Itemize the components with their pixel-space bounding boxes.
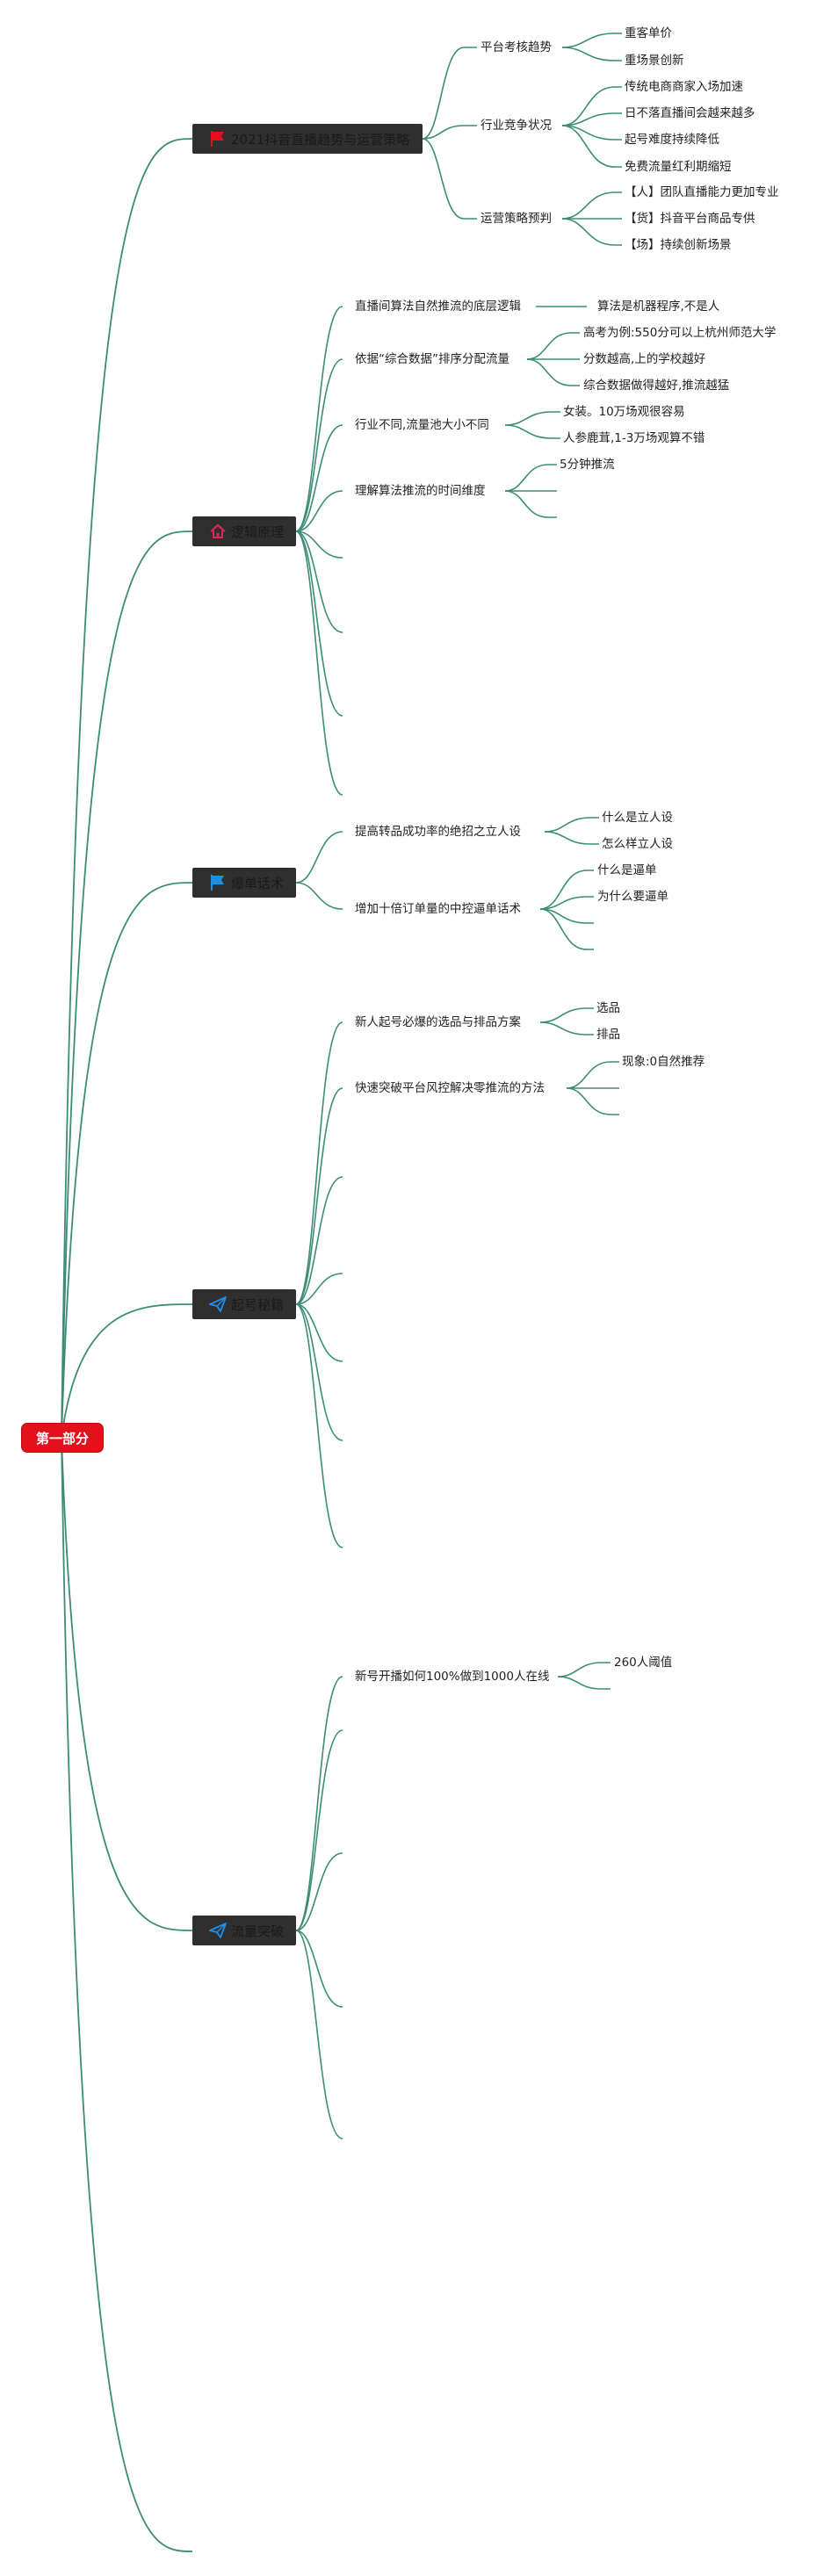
leaf-node[interactable]: 传统电商商家入场加速 xyxy=(625,80,743,94)
blue-flag-icon xyxy=(208,873,228,892)
leaf-node[interactable]: 女装。10万场观很容易 xyxy=(563,405,685,419)
leaf-node[interactable]: 【人】团队直播能力更加专业 xyxy=(625,185,779,199)
leaf-node[interactable]: 现象:0自然推荐 xyxy=(622,1055,705,1069)
home-icon xyxy=(208,522,228,541)
root-node[interactable]: 第一部分 xyxy=(21,1423,104,1453)
branch-trend-strategy[interactable]: 2021抖音直播趋势与运营策略 xyxy=(192,124,423,154)
topic-operation-strategy[interactable]: 运营策略预判 xyxy=(481,212,552,226)
topic-node[interactable]: 提高转品成功率的绝招之立人设 xyxy=(355,825,521,839)
topic-node[interactable]: 快速突破平台风控解决零推流的方法 xyxy=(355,1081,545,1095)
leaf-node[interactable]: 重客单价 xyxy=(625,26,672,40)
red-flag-icon xyxy=(208,129,228,148)
leaf-node[interactable]: 260人阈值 xyxy=(614,1656,673,1670)
paper-plane-icon xyxy=(208,1295,228,1314)
leaf-node[interactable]: 排品 xyxy=(596,1028,620,1042)
branch-label: 起号秘籍 xyxy=(231,1296,285,1313)
topic-node[interactable]: 新号开播如何100%做到1000人在线 xyxy=(355,1670,550,1684)
branch-logic-principle[interactable]: 逻辑原理 xyxy=(192,516,296,546)
leaf-node[interactable]: 高考为例:550分可以上杭州师范大学 xyxy=(583,326,777,340)
leaf-node[interactable]: 5分钟推流 xyxy=(560,458,615,472)
leaf-node[interactable]: 为什么要逼单 xyxy=(597,890,668,904)
branch-sales-script[interactable]: 爆单话术 xyxy=(192,868,296,898)
branch-label: 流量突破 xyxy=(231,1923,285,1939)
paper-plane-icon xyxy=(208,1921,228,1940)
leaf-node[interactable]: 起号难度持续降低 xyxy=(625,133,719,147)
topic-node[interactable]: 行业不同,流量池大小不同 xyxy=(355,418,489,432)
leaf-node[interactable]: 综合数据做得越好,推流越猛 xyxy=(583,379,730,393)
topic-node[interactable]: 直播间算法自然推流的底层逻辑 xyxy=(355,299,521,314)
topic-node[interactable]: 增加十倍订单量的中控逼单话术 xyxy=(355,902,521,916)
leaf-node[interactable]: 日不落直播间会越来越多 xyxy=(625,106,755,120)
leaf-node[interactable]: 什么是逼单 xyxy=(597,863,657,877)
leaf-node[interactable]: 人参鹿茸,1-3万场观算不错 xyxy=(563,431,705,445)
topic-platform-trend[interactable]: 平台考核趋势 xyxy=(481,40,552,54)
leaf-node[interactable]: 选品 xyxy=(596,1001,620,1015)
branch-label: 2021抖音直播趋势与运营策略 xyxy=(231,131,410,148)
leaf-node[interactable]: 算法是机器程序,不是人 xyxy=(597,299,720,314)
leaf-node[interactable]: 什么是立人设 xyxy=(602,811,673,825)
topic-node[interactable]: 依据“综合数据”排序分配流量 xyxy=(355,352,509,366)
branch-account-launch[interactable]: 起号秘籍 xyxy=(192,1289,296,1319)
topic-node[interactable]: 新人起号必爆的选品与排品方案 xyxy=(355,1015,521,1029)
branch-label: 逻辑原理 xyxy=(231,523,285,540)
leaf-node[interactable]: 怎么样立人设 xyxy=(602,837,673,851)
leaf-node[interactable]: 【货】抖音平台商品专供 xyxy=(625,212,755,226)
leaf-node[interactable]: 分数越高,上的学校越好 xyxy=(583,352,706,366)
topic-node[interactable]: 理解算法推流的时间维度 xyxy=(355,484,486,498)
branch-label: 爆单话术 xyxy=(231,875,285,891)
branch-traffic-breakthrough[interactable]: 流量突破 xyxy=(192,1916,296,1945)
topic-competition[interactable]: 行业竞争状况 xyxy=(481,119,552,133)
leaf-node[interactable]: 免费流量红利期缩短 xyxy=(625,160,732,174)
leaf-node[interactable]: 重场景创新 xyxy=(625,54,684,68)
leaf-node[interactable]: 【场】持续创新场景 xyxy=(625,238,732,252)
